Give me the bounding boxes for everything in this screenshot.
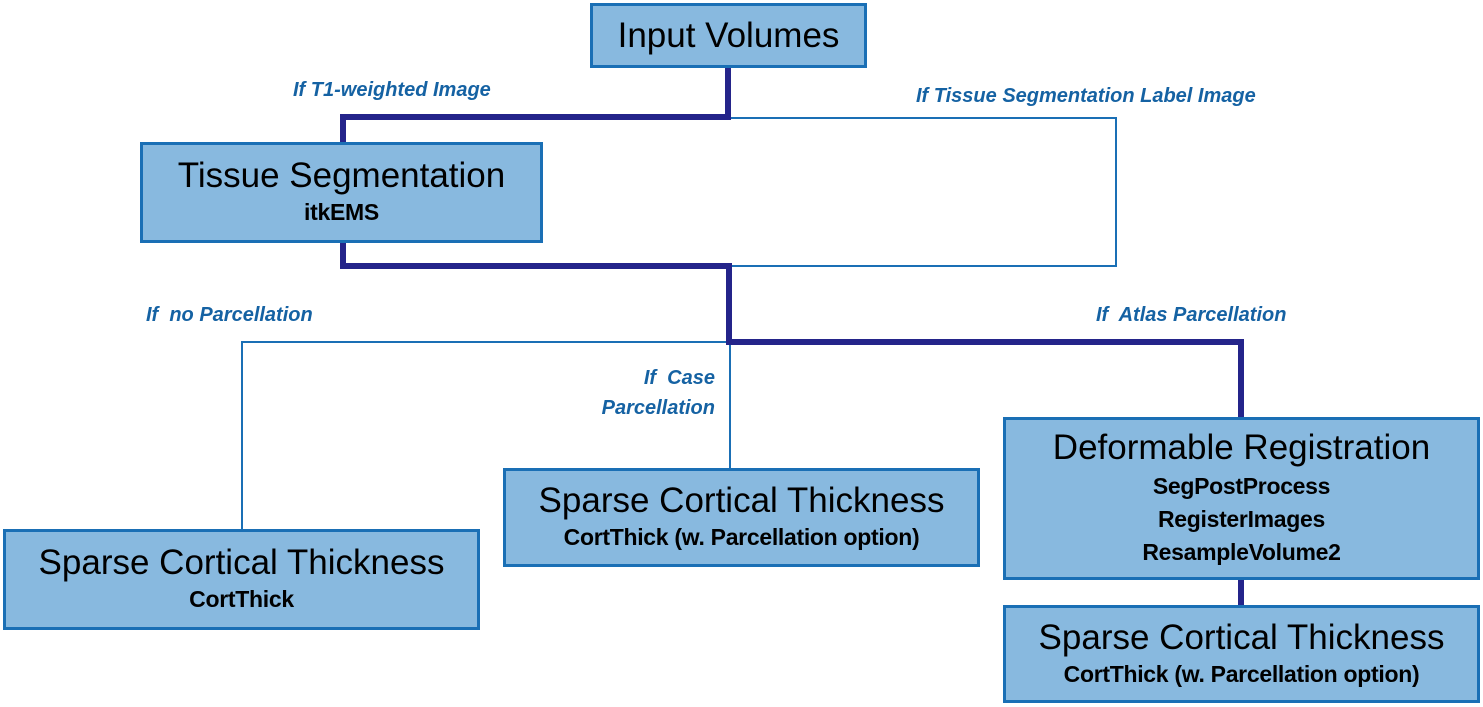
node-input-volumes: Input Volumes: [590, 3, 867, 68]
node-title: Input Volumes: [617, 15, 840, 55]
node-sparse-cortical-thickness-case-parcellation: Sparse Cortical Thickness CortThick (w. …: [503, 468, 980, 567]
node-tool: CortThick: [189, 586, 294, 612]
node-tool: SegPostProcess: [1152, 473, 1331, 499]
condition-label-line: Parcellation: [601, 397, 715, 419]
condition-label-t1-weighted: If T1-weighted Image: [293, 79, 491, 101]
node-title: Sparse Cortical Thickness: [538, 481, 945, 520]
condition-label-line: If Case: [643, 367, 715, 389]
node-sparse-cortical-thickness-atlas-parcellation: Sparse Cortical Thickness CortThick (w. …: [1003, 605, 1480, 703]
node-tool: RegisterImages: [1157, 506, 1326, 532]
condition-label-atlas-parcellation: If Atlas Parcellation: [1096, 304, 1287, 326]
node-tool: CortThick (w. Parcellation option): [1063, 660, 1420, 687]
condition-label-case-parcellation: If Case Parcellation: [560, 363, 715, 423]
node-deformable-registration: Deformable Registration SegPostProcess R…: [1003, 417, 1480, 580]
node-tissue-segmentation: Tissue Segmentation itkEMS: [140, 142, 543, 243]
node-title: Sparse Cortical Thickness: [1038, 617, 1445, 657]
node-title: Sparse Cortical Thickness: [38, 543, 445, 582]
node-tool: itkEMS: [304, 199, 379, 225]
node-title: Tissue Segmentation: [177, 156, 506, 195]
node-title: Deformable Registration: [1052, 428, 1431, 467]
node-tool: CortThick (w. Parcellation option): [563, 524, 920, 550]
edge-merge-to-sct-no-parcellation: [241, 341, 729, 529]
node-sparse-cortical-thickness-no-parcellation: Sparse Cortical Thickness CortThick: [3, 529, 480, 630]
condition-label-tissue-label-image: If Tissue Segmentation Label Image: [916, 85, 1256, 107]
node-tool: ResampleVolume2: [1142, 539, 1341, 565]
condition-label-no-parcellation: If no Parcellation: [146, 304, 313, 326]
edge-input-to-merge-tissue-label: [731, 117, 1117, 267]
edge-tissue-to-deformable: [340, 243, 1244, 417]
edge-input-to-tissue: [340, 68, 731, 142]
